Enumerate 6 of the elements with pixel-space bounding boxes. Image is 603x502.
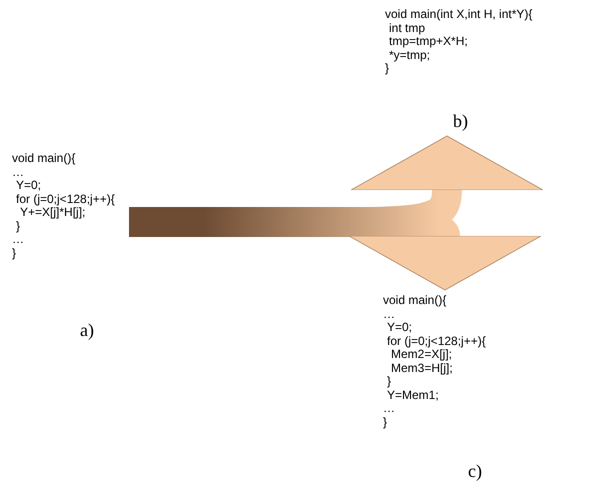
panel-label: a) [80,320,94,340]
code-snippet: void main(int X,int H, int*Y){ int tmp tmp=tmp+X*H; *y=tmp; } [385,8,532,76]
code-snippet: void main(){ … Y=0; for (j=0;j<128;j++){ Mem2=X[j]; Mem3=H[j]; } Y=Mem1; … } [383,294,486,429]
panel-label: b) [453,111,468,132]
panel-label: c) [468,460,482,482]
code-snippet: void main(){ … Y=0; for (j=0;j<128;j++){ Y+=X[j]*H[j]; } … } [12,152,115,260]
